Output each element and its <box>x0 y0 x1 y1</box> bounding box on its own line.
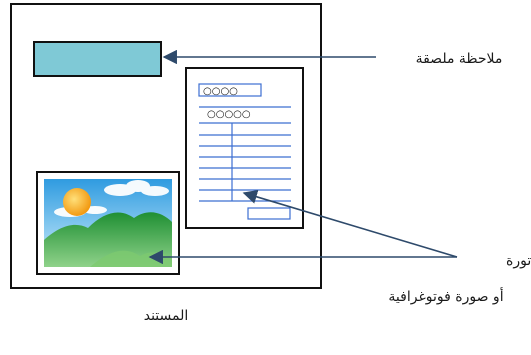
invoice-field-large-text: ○○○○○ <box>207 109 251 120</box>
invoice: ○○○○ ○○○○○ <box>185 67 304 229</box>
label-invoice: فاتورة <box>506 253 531 269</box>
label-sticky-note: ملاحظة ملصقة <box>416 51 503 67</box>
invoice-field-small-text: ○○○○ <box>203 86 238 97</box>
sun-icon <box>63 188 91 216</box>
photo <box>36 171 180 275</box>
arrow-invoice <box>242 189 458 258</box>
invoice-total-box <box>247 207 291 220</box>
label-document: المستند <box>144 308 189 324</box>
hills <box>44 212 172 267</box>
invoice-field-small <box>198 83 262 97</box>
sticky-note <box>33 41 162 77</box>
label-photo: أو صورة فوتوغرافية <box>388 287 503 305</box>
